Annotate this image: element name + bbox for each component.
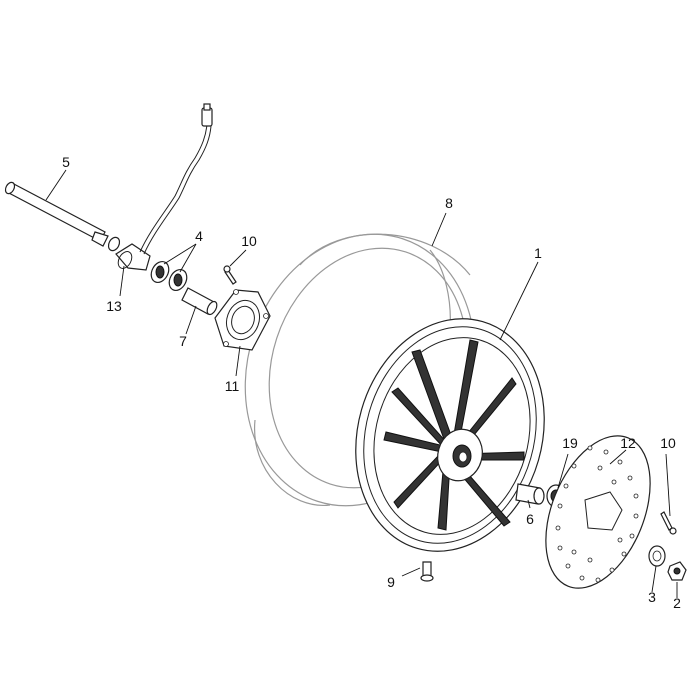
- bearing-spacer: [515, 483, 545, 505]
- disc-bolt: [660, 511, 677, 535]
- disc-holes: [555, 445, 639, 583]
- drive-flange: [214, 289, 271, 351]
- label-part-13: 13: [106, 298, 122, 314]
- label-part-5: 5: [62, 154, 70, 170]
- label-part-10-flange: 10: [241, 233, 257, 249]
- label-part-9: 9: [387, 574, 395, 590]
- brake-disc: [545, 435, 651, 589]
- label-part-2: 2: [673, 595, 681, 611]
- label-part-11: 11: [225, 378, 240, 394]
- label-part-3: 3: [648, 589, 656, 605]
- bearings: [150, 260, 188, 292]
- part-number-labels: 1 2 3 4 5 6 7 8 9 10 10 11 12 13 19: [62, 154, 681, 611]
- leader-lines: [45, 169, 678, 598]
- label-part-19: 19: [562, 435, 578, 451]
- spacer-tube: [181, 287, 218, 316]
- flange-bolt: [223, 265, 237, 285]
- tyre-valve: [420, 561, 434, 582]
- axle: [4, 181, 109, 247]
- label-part-6: 6: [526, 511, 534, 527]
- axle-washer: [107, 236, 121, 252]
- label-part-1: 1: [534, 245, 542, 261]
- label-part-10-disc: 10: [660, 435, 676, 451]
- wheel-rim: [355, 318, 545, 552]
- axle-washer-outer: [648, 545, 666, 567]
- speedometer-drive: [115, 103, 213, 271]
- rim-spokes: [383, 339, 525, 531]
- label-part-4: 4: [195, 228, 203, 244]
- axle-nut: [667, 561, 687, 581]
- label-part-7: 7: [179, 333, 187, 349]
- label-part-8: 8: [445, 195, 453, 211]
- label-part-12: 12: [620, 435, 636, 451]
